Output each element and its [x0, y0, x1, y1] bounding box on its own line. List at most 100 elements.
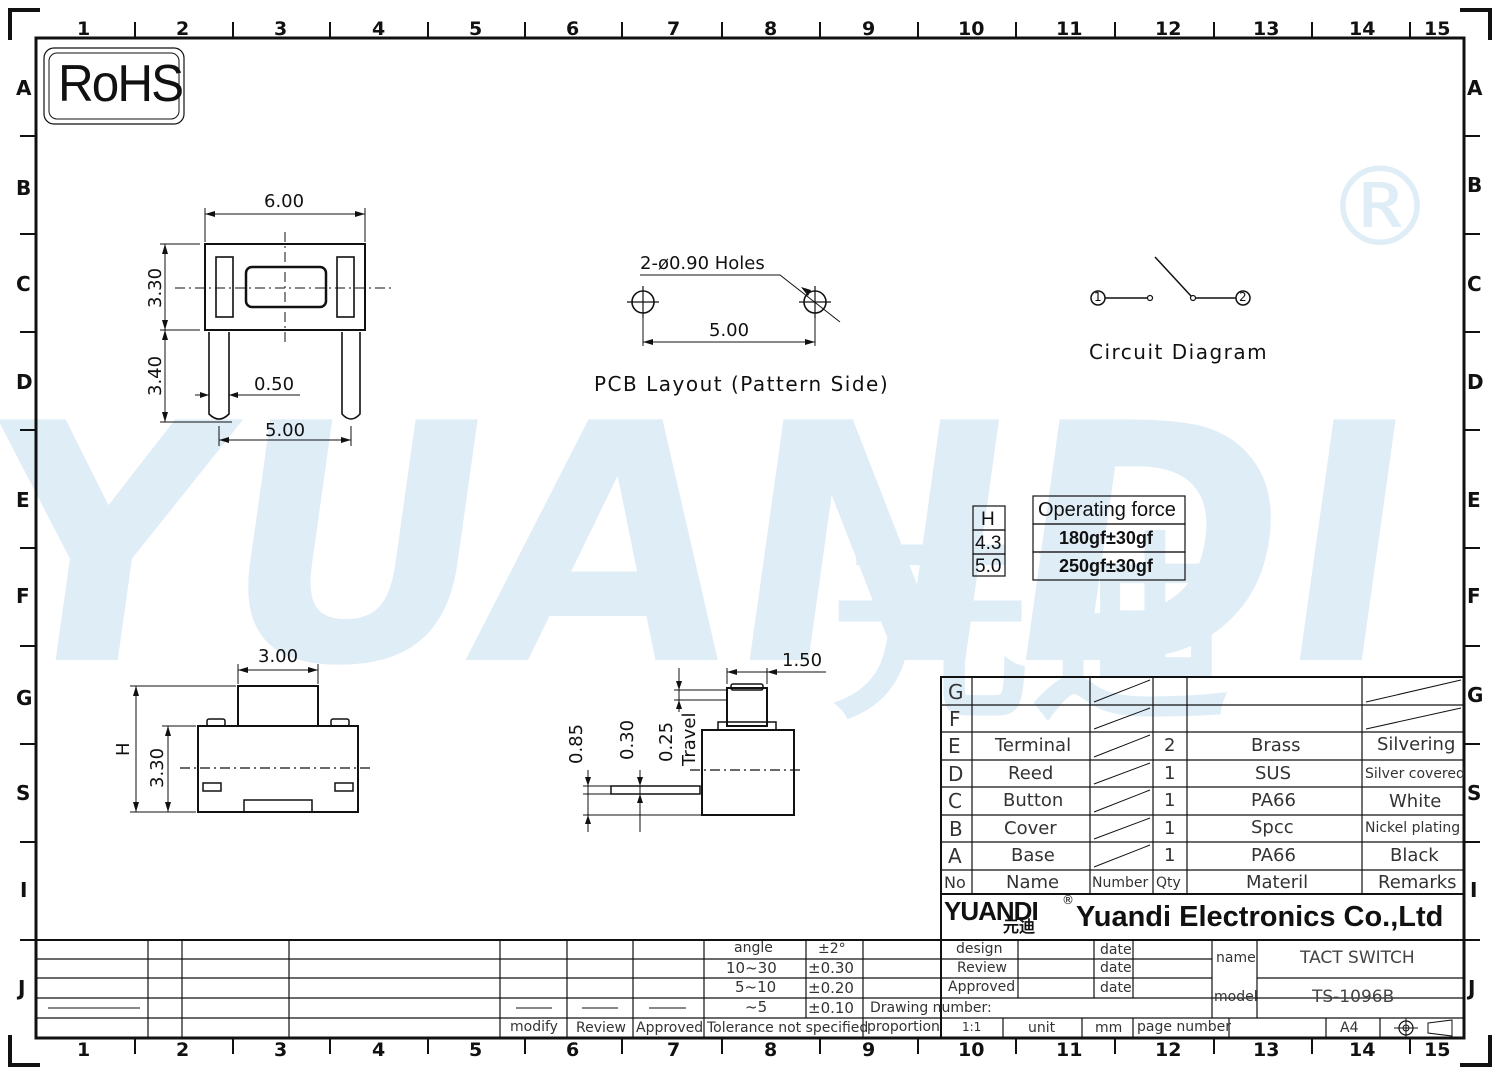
- row-label: A: [1467, 76, 1483, 100]
- row-label: D: [1467, 370, 1484, 394]
- bom-name: Reed: [1008, 763, 1054, 784]
- review-sign-label: Review: [576, 1020, 626, 1036]
- dim-front-025: 0.25: [656, 722, 677, 762]
- tolerance-range: ~5: [745, 998, 768, 1016]
- bom-header-material: Materil: [1246, 872, 1309, 893]
- tolerance-caption: Tolerance not specified: [707, 1020, 869, 1036]
- row-label: S: [1467, 781, 1482, 805]
- bom-header-number: Number: [1092, 875, 1149, 891]
- bom-name: Terminal: [995, 735, 1072, 756]
- pcb-layout-caption: PCB Layout (Pattern Side): [594, 372, 890, 396]
- row-label: G: [16, 686, 33, 710]
- tolerance-value: ±2°: [818, 941, 846, 957]
- bom-no: B: [949, 817, 963, 841]
- col-label: 7: [667, 18, 681, 40]
- company-name: Yuandi Electronics Co.,Ltd: [1076, 901, 1444, 933]
- bom-no: G: [948, 680, 964, 704]
- col-label: 11: [1056, 18, 1083, 40]
- drawing-number-label: Drawing number:: [870, 1000, 992, 1016]
- col-label: 3: [274, 18, 288, 40]
- tolerance-range: angle: [734, 940, 773, 956]
- name-label: name: [1216, 950, 1256, 966]
- row-label: G: [1467, 683, 1484, 707]
- bom-qty: 1: [1164, 790, 1176, 811]
- watermark-registered: ®: [1325, 143, 1435, 271]
- approved-label: Approved: [948, 979, 1016, 995]
- bom-remarks: Nickel plating: [1365, 820, 1461, 836]
- dim-front-button: 1.50: [782, 650, 823, 671]
- col-label: 2: [176, 18, 190, 40]
- col-label: 10: [958, 1039, 985, 1061]
- bom-name: Base: [1011, 845, 1055, 866]
- row-label: J: [18, 976, 26, 1000]
- col-label: 9: [862, 18, 876, 40]
- col-label: 2: [176, 1039, 190, 1061]
- date-label: date: [1100, 942, 1132, 958]
- watermark-text: YUANDI: [0, 355, 1435, 739]
- dim-side-button: 3.00: [258, 646, 299, 667]
- col-label: 15: [1424, 18, 1451, 40]
- col-label: 8: [764, 1039, 778, 1061]
- col-label: 6: [566, 18, 580, 40]
- row-label: J: [1468, 976, 1476, 1000]
- col-label: 5: [469, 1039, 483, 1061]
- circuit-diagram-caption: Circuit Diagram: [1089, 340, 1269, 364]
- bom-material: PA66: [1251, 790, 1296, 811]
- bom-header-qty: Qty: [1156, 875, 1181, 891]
- bom-remarks: Silvering: [1377, 734, 1456, 755]
- bom-material: SUS: [1255, 763, 1292, 784]
- bom-remarks: White: [1389, 791, 1442, 812]
- tolerance-value: ±0.20: [808, 979, 854, 997]
- unit-label: unit: [1028, 1020, 1056, 1036]
- col-label: 4: [372, 1039, 386, 1061]
- dim-side-h: H: [113, 742, 134, 756]
- col-label: 5: [469, 18, 483, 40]
- tolerance-range: 10~30: [726, 959, 777, 977]
- col-label: 8: [764, 18, 778, 40]
- force-h-value: 4.3: [975, 533, 1002, 554]
- bom-qty: 1: [1164, 763, 1176, 784]
- col-label: 13: [1253, 1039, 1280, 1061]
- col-label: 12: [1155, 1039, 1182, 1061]
- tolerance-range: 5~10: [735, 978, 777, 996]
- force-value: 180gf±30gf: [1059, 528, 1153, 548]
- bom-remarks: Silver covered: [1365, 766, 1465, 782]
- row-label: B: [16, 176, 32, 200]
- bom-header-remarks: Remarks: [1378, 872, 1457, 893]
- bom-no: F: [949, 707, 961, 731]
- logo-text: YUANDI: [944, 896, 1039, 926]
- circuit-pin-1: 1: [1094, 290, 1102, 304]
- row-label: I: [1470, 878, 1478, 902]
- force-value: 250gf±30gf: [1059, 556, 1153, 576]
- tolerance-value: ±0.30: [808, 959, 854, 977]
- modify-label: modify: [510, 1019, 558, 1035]
- bom-qty: 1: [1164, 818, 1176, 839]
- col-label: 12: [1155, 18, 1182, 40]
- bom-material: Spcc: [1251, 817, 1294, 838]
- dim-side-body: 3.30: [147, 748, 168, 788]
- design-label: design: [956, 941, 1003, 957]
- rohs-badge: RoHS: [58, 55, 184, 113]
- circuit-pin-2: 2: [1239, 290, 1247, 304]
- force-header: Operating force: [1038, 499, 1176, 521]
- row-label: E: [1467, 488, 1481, 512]
- dim-lead-pitch: 5.00: [265, 420, 306, 441]
- bom-no: D: [948, 762, 964, 786]
- dim-lead-width: 0.50: [254, 374, 295, 395]
- col-label: 15: [1424, 1039, 1451, 1061]
- bom-remarks: Black: [1390, 845, 1439, 866]
- col-label: 11: [1056, 1039, 1083, 1061]
- col-label: 10: [958, 18, 985, 40]
- col-label: 14: [1349, 1039, 1376, 1061]
- page-number-label: page number: [1137, 1019, 1232, 1035]
- bom-qty: 2: [1164, 735, 1176, 756]
- row-label: E: [16, 488, 30, 512]
- row-label: B: [1467, 173, 1483, 197]
- bom-qty: 1: [1164, 845, 1176, 866]
- force-h-value: 5.0: [975, 556, 1002, 577]
- row-label: I: [20, 878, 28, 902]
- row-label: A: [16, 76, 32, 100]
